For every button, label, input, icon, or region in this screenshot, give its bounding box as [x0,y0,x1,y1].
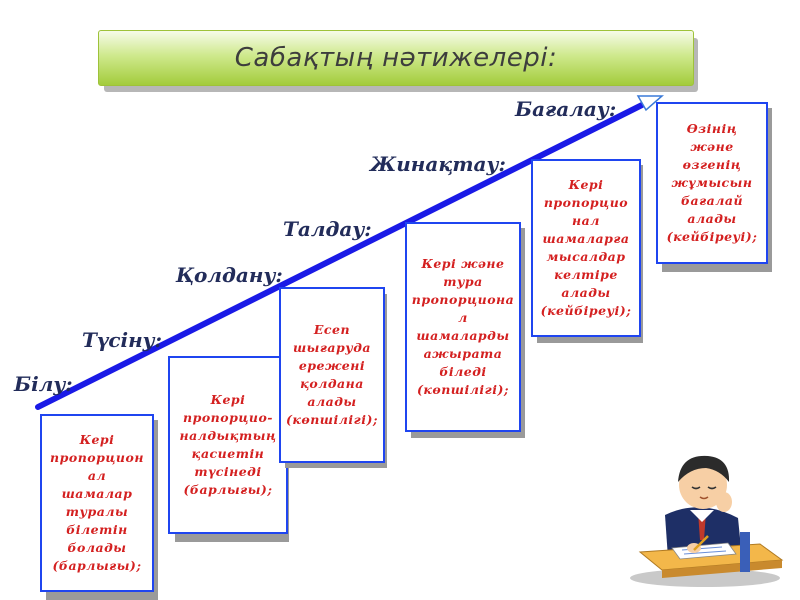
outcome-card-text: Кері пропорцио- налдықтың қасиетін түсін… [179,391,277,498]
outcome-card-understanding: Кері пропорцио- налдықтың қасиетін түсін… [168,356,288,534]
outcome-card-applying: Есеп шығаруда ережені қолдана алады (көп… [279,287,385,463]
arrow-head-icon [636,95,664,112]
stage-label-understanding: Түсіну: [82,328,163,352]
outcome-card-synthesizing: Кері пропорцио нал шамаларға мысалдар ке… [531,159,641,337]
outcome-card-evaluating: Өзінің және өзгенің жұмысын бағалай алад… [656,102,768,264]
outcome-card-text: Кері пропорцион ал шамалар туралы білеті… [50,431,144,574]
stage-label-analyzing: Талдау: [283,217,372,241]
outcome-card-analyzing: Кері және тура пропорциона л шамаларды а… [405,222,521,432]
outcome-card-text: Кері пропорцио нал шамаларға мысалдар ке… [540,176,632,319]
stage-label-applying: Қолдану: [176,263,283,287]
outcome-card-text: Кері және тура пропорциона л шамаларды а… [411,255,515,398]
arrow-line [35,99,651,410]
outcome-card-text: Есеп шығаруда ережені қолдана алады (көп… [286,321,378,428]
stage-label-synthesizing: Жинақтау: [370,152,506,176]
page-title: Сабақтың нәтижелері: [234,43,558,73]
stage-label-evaluating: Бағалау: [515,97,617,121]
title-banner: Сабақтың нәтижелері: [98,30,694,86]
stage-label-knowing: Білу: [14,372,73,396]
outcome-card-text: Өзінің және өзгенің жұмысын бағалай алад… [666,120,758,245]
outcome-card-knowing: Кері пропорцион ал шамалар туралы білеті… [40,414,154,592]
student-writing-icon [630,455,784,587]
